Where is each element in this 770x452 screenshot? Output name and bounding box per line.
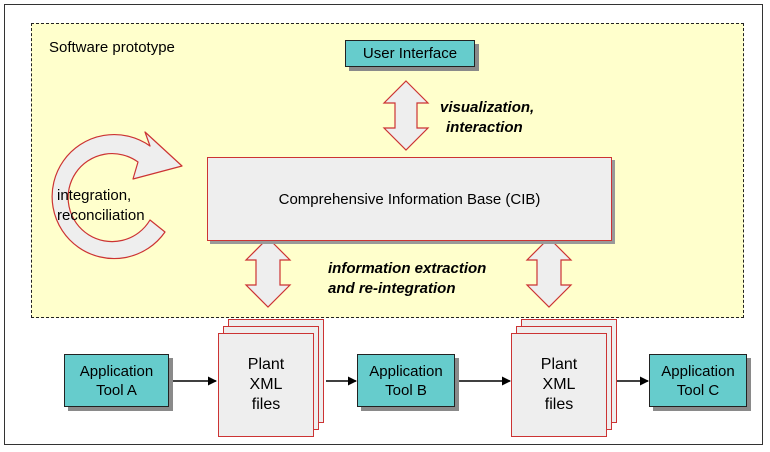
extraction-annotation: information extraction and re-integratio… <box>328 259 486 299</box>
double-arrow-cib-xml-left <box>244 237 292 308</box>
xml-files-left: Plant XML files <box>218 333 314 437</box>
cib-box: Comprehensive Information Base (CIB) <box>207 157 612 241</box>
integration-line-2: reconciliation <box>57 207 145 224</box>
user-interface-label: User Interface <box>362 45 458 62</box>
tool-a-line-1: Application <box>79 362 154 380</box>
tool-b-line-1: Application <box>369 362 443 380</box>
cib-label: Comprehensive Information Base (CIB) <box>278 190 541 208</box>
application-tool-a-box: Application Tool A <box>64 354 169 407</box>
application-tool-c-box: Application Tool C <box>649 354 747 407</box>
xml-right-line-1: Plant <box>540 356 578 373</box>
xml-left-line-3: files <box>251 396 281 413</box>
visualization-line-1: visualization, <box>440 99 535 116</box>
double-arrow-ui-cib <box>382 80 430 151</box>
integration-line-1: integration, <box>57 187 132 204</box>
xml-left-line-2: XML <box>249 376 283 393</box>
xml-left-line-1: Plant <box>247 356 285 373</box>
software-prototype-label: Software prototype <box>49 39 175 56</box>
xml-right-line-2: XML <box>542 376 576 393</box>
xml-files-right: Plant XML files <box>511 333 607 437</box>
tool-c-line-2: Tool C <box>676 381 720 399</box>
cycle-arrow-icon <box>51 131 183 260</box>
visualization-annotation: visualization, interaction <box>440 98 534 138</box>
integration-annotation: integration, reconciliation <box>57 186 145 226</box>
double-arrow-cib-xml-right <box>525 237 573 308</box>
tool-c-line-1: Application <box>661 362 735 380</box>
extraction-line-2: and re-integration <box>328 280 456 297</box>
visualization-line-2: interaction <box>446 119 523 136</box>
diagram-frame <box>4 4 763 445</box>
application-tool-b-box: Application Tool B <box>357 354 455 407</box>
tool-b-line-2: Tool B <box>385 381 427 399</box>
user-interface-box: User Interface <box>345 40 475 67</box>
xml-right-line-3: files <box>544 396 574 413</box>
tool-a-line-2: Tool A <box>96 381 137 399</box>
extraction-line-1: information extraction <box>328 260 487 277</box>
